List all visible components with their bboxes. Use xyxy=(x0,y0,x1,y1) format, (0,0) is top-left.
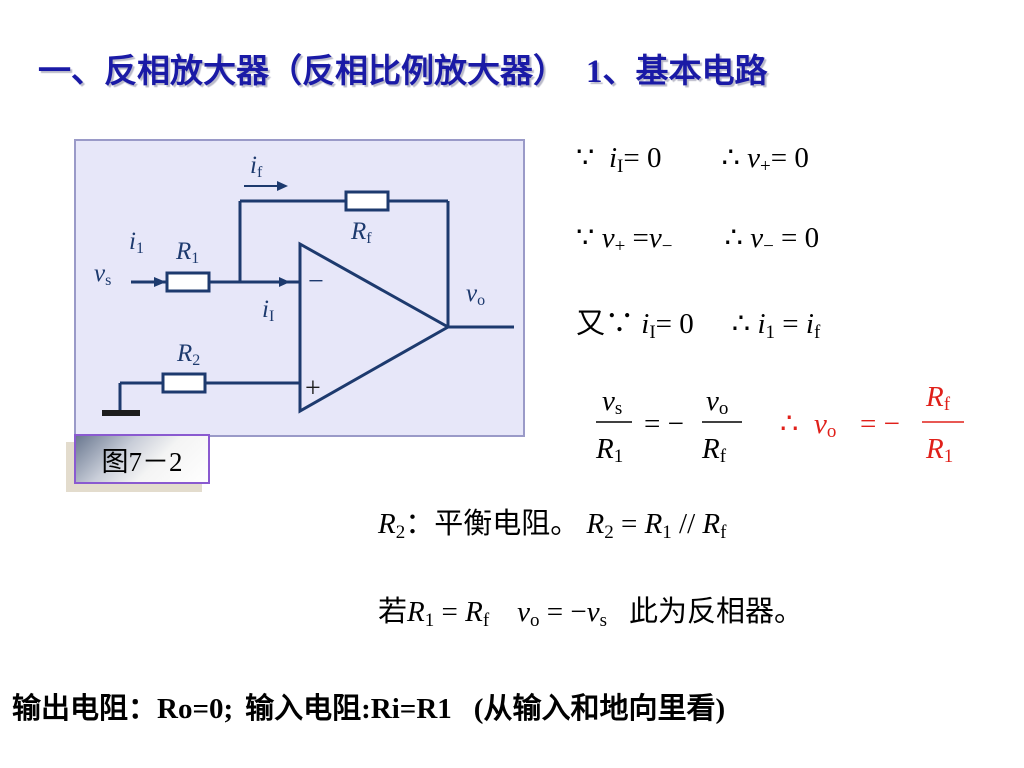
equation-line-3: 又∵ iI= 0∴ i1 = if xyxy=(576,308,821,343)
fraction-3-numerator: Rf xyxy=(925,381,951,415)
label-vs: vs xyxy=(94,260,111,289)
title-part-2: 1、基本电路 xyxy=(586,54,768,90)
fraction-3-denominator: R1 xyxy=(925,433,953,467)
figure-label: 图7－2 xyxy=(74,434,210,484)
arrowhead-iI xyxy=(279,277,290,287)
label-iI: iI xyxy=(262,296,274,325)
result-lhs: vo xyxy=(814,408,836,442)
label-if: if xyxy=(250,152,263,181)
resistor-r1 xyxy=(165,271,211,293)
arrowhead-i1 xyxy=(154,277,166,287)
arrowhead-if xyxy=(277,181,288,191)
result-equals: = − xyxy=(860,408,900,440)
label-i1: i1 xyxy=(129,228,144,257)
page-title: 一、反相放大器（反相比例放大器） 1、基本电路 xyxy=(38,44,768,92)
result-therefore: ∴ xyxy=(780,408,798,440)
resistor-r2 xyxy=(161,372,207,394)
label-vo: vo xyxy=(466,280,485,309)
title-part-1: 一、反相放大器（反相比例放大器） xyxy=(38,54,566,90)
fraction-2-denominator: Rf xyxy=(701,433,727,467)
equation-line-1: ∵ iI= 0∴ v+= 0 xyxy=(576,142,809,177)
fraction-equations: vs R1 = − vo Rf ∴ vo = − Rf R1 xyxy=(595,381,964,467)
balance-resistor-line: R2：平衡电阻。 R2 = R1 // Rf xyxy=(378,508,727,543)
footer-input-resistance: 输入电阻:Ri=R1 xyxy=(245,693,452,725)
equation-line-2: ∵ v+ =v−∴ v− = 0 xyxy=(576,222,820,257)
resistor-rf xyxy=(344,190,390,212)
circuit-diagram: if Rf i1 R1 vs iI R2 vo − + xyxy=(74,139,525,437)
footer-output-resistance: 输出电阻：Ro=0; xyxy=(12,693,234,725)
label-minus: − xyxy=(308,266,324,297)
label-plus: + xyxy=(305,373,321,404)
op-amp-triangle xyxy=(298,241,452,414)
footer-note: (从输入和地向里看) xyxy=(473,693,726,725)
label-rf: Rf xyxy=(350,218,372,247)
label-r2: R2 xyxy=(176,340,200,369)
fraction-2-numerator: vo xyxy=(706,385,728,419)
fraction-1-numerator: vs xyxy=(602,385,622,419)
footer-resistance-note: 输出电阻：Ro=0; 输入电阻:Ri=R1 (从输入和地向里看) xyxy=(12,685,725,727)
fraction-equals: = − xyxy=(644,408,684,440)
label-r1: R1 xyxy=(175,238,199,267)
fraction-1-denominator: R1 xyxy=(595,433,623,467)
